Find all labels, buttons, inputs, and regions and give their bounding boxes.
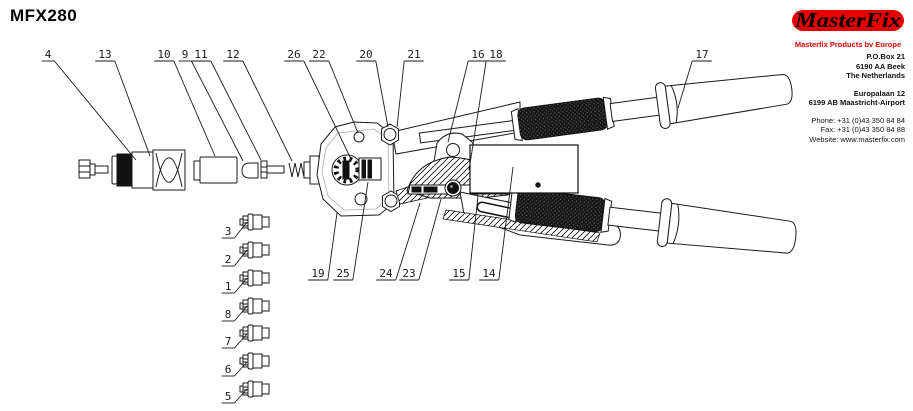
hex-nut-top xyxy=(381,123,399,146)
callout-26: 26 xyxy=(287,48,300,61)
callout-8: 8 xyxy=(225,308,232,321)
address-line: The Netherlands xyxy=(846,71,905,80)
part-11-mandrel xyxy=(260,160,285,179)
callout-22: 22 xyxy=(312,48,325,61)
callout-3: 3 xyxy=(225,225,232,238)
upper-handle-grip xyxy=(664,73,793,125)
nosepiece-set-5 xyxy=(239,380,270,398)
callout-1: 1 xyxy=(225,280,232,293)
callout-19: 19 xyxy=(311,267,324,280)
plate-rivet xyxy=(535,182,541,188)
callout-10: 10 xyxy=(157,48,170,61)
callout-11: 11 xyxy=(194,48,207,61)
callout-9: 9 xyxy=(182,48,189,61)
callout-6: 6 xyxy=(225,363,232,376)
nose-assembly-parts xyxy=(78,149,307,191)
page-title: MFX280 xyxy=(10,6,78,25)
brand-tagline: Masterfix Products bv Europe xyxy=(794,40,902,49)
callout-12: 12 xyxy=(226,48,239,61)
callout-20: 20 xyxy=(359,48,372,61)
nosepiece-set-column xyxy=(239,213,270,398)
brand-block: MasterFix Masterfix Products bv Europe xyxy=(789,2,907,49)
logo-text: MasterFix xyxy=(794,8,901,32)
head-hole-top xyxy=(353,131,365,143)
part-13-sleeve xyxy=(111,149,186,191)
address-line: P.O.Box 21 xyxy=(866,52,905,61)
callout-7: 7 xyxy=(225,335,232,348)
part-12-spring xyxy=(288,162,307,178)
callout-4: 4 xyxy=(45,48,52,61)
callout-15: 15 xyxy=(452,267,465,280)
callout-23: 23 xyxy=(402,267,415,280)
address-line: Phone: +31 (0)43 350 84 84 xyxy=(811,115,905,125)
upper-grip-knurl xyxy=(517,97,609,141)
callout-21: 21 xyxy=(407,48,420,61)
part-10-cylinder xyxy=(193,156,238,184)
address-line: Website: www.masterfix.com xyxy=(809,134,905,144)
callout-25: 25 xyxy=(336,267,349,280)
callout-18: 18 xyxy=(489,48,502,61)
nosepiece-set-6 xyxy=(239,352,270,370)
nosepiece-set-7 xyxy=(239,324,270,342)
callout-17: 17 xyxy=(695,48,708,61)
head-hole-bottom xyxy=(354,192,368,206)
frame-plate xyxy=(469,144,579,194)
tool-head xyxy=(303,121,400,217)
callout-16: 16 xyxy=(471,48,484,61)
part-9-cone xyxy=(241,162,259,179)
address-line: Fax: +31 (0)43 350 84 88 xyxy=(820,125,905,134)
callout-14: 14 xyxy=(482,267,496,280)
address-line: 6190 AA Beek xyxy=(855,61,905,71)
nosepiece-set-3 xyxy=(239,213,270,231)
callout-5: 5 xyxy=(225,390,232,403)
lower-handle xyxy=(508,187,797,254)
part-4-nosepiece xyxy=(78,159,109,179)
masterfix-logo: MasterFix xyxy=(792,8,904,32)
address-line: Europalaan 12 xyxy=(853,88,905,98)
callout-24: 24 xyxy=(379,267,393,280)
logo-oval xyxy=(792,10,904,31)
nosepiece-set-8 xyxy=(239,297,270,315)
link-bracket-hole xyxy=(446,143,460,157)
callout-2: 2 xyxy=(225,253,232,266)
nosepiece-set-2 xyxy=(239,241,270,259)
callout-13: 13 xyxy=(98,48,111,61)
nosepiece-set-1 xyxy=(239,269,270,287)
lower-handle-grip xyxy=(666,202,797,254)
address-line: 6199 AB Maastricht-Airport xyxy=(808,98,905,107)
